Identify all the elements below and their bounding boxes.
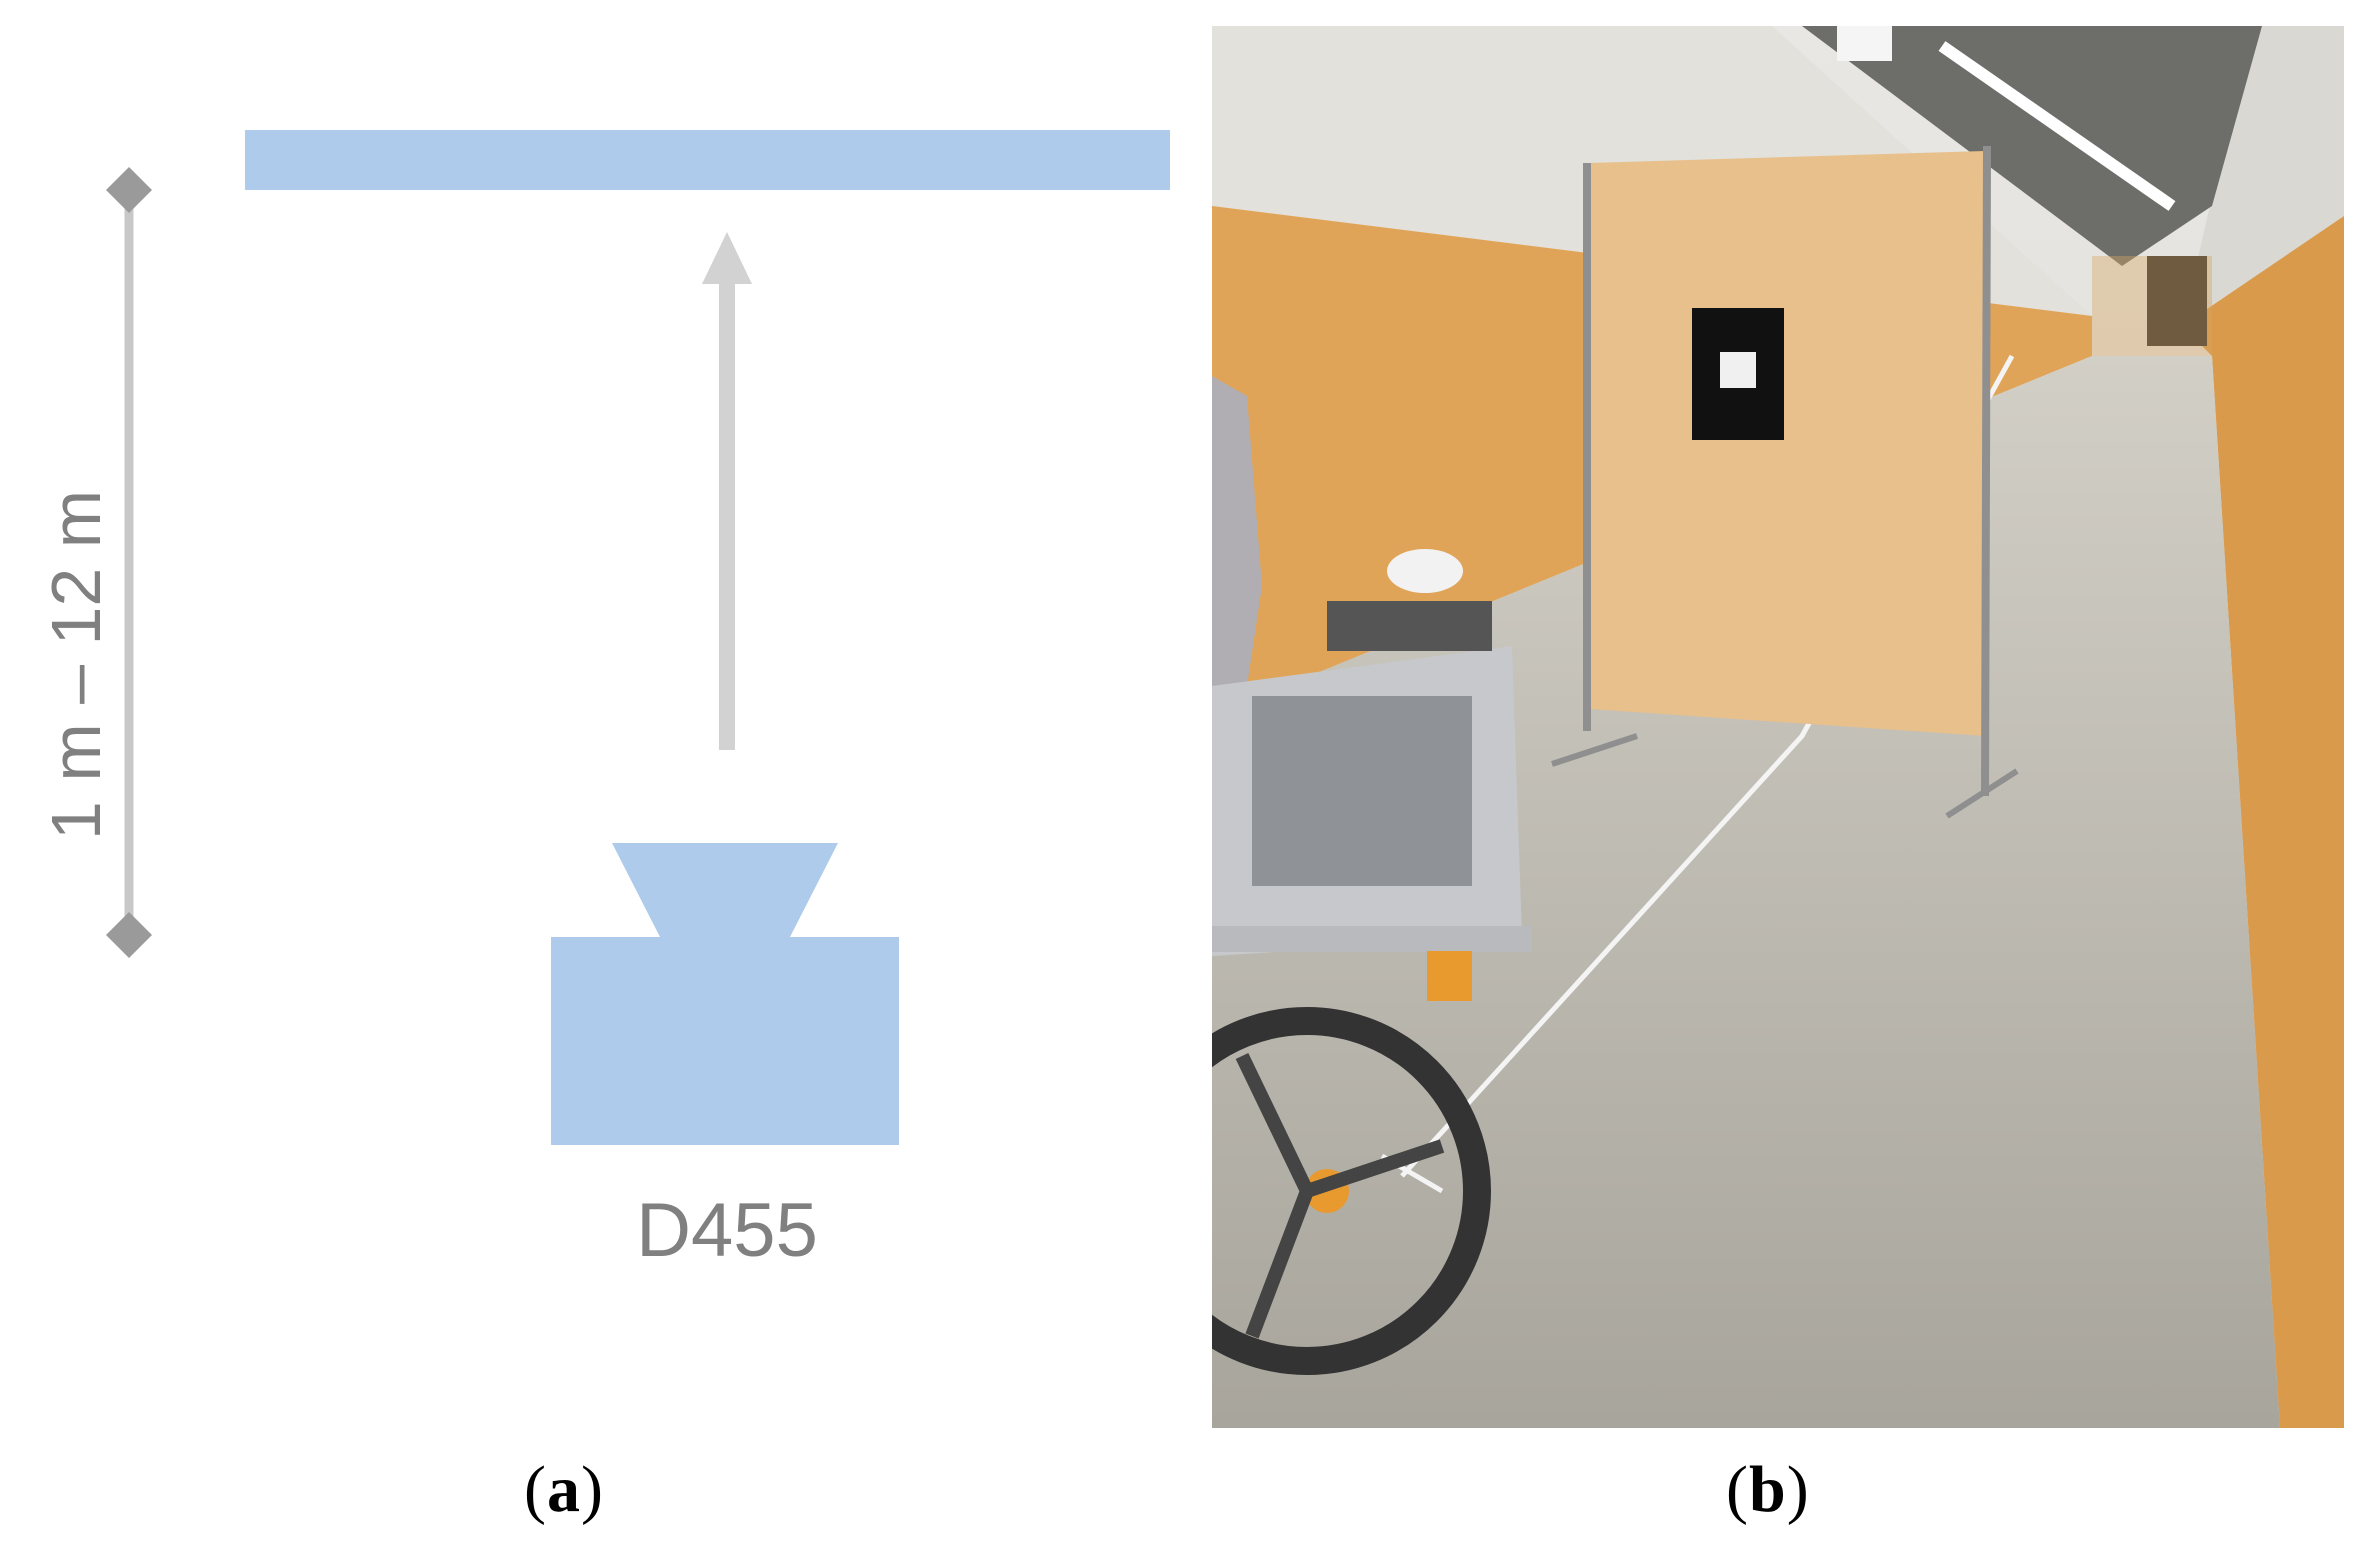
corridor-photo — [1212, 26, 2344, 1428]
ceiling-fixture — [1837, 26, 1892, 61]
target-plate — [245, 130, 1170, 190]
target-board — [1589, 151, 1985, 736]
board-frame-right — [1981, 145, 1991, 797]
vehicle-case — [1252, 696, 1472, 886]
range-label: 1 m – 12 m — [37, 490, 115, 840]
diagram-canvas: 1 m – 12 m D455 — [37, 130, 1170, 1273]
camera-body — [551, 937, 899, 1145]
ceiling-light — [1938, 41, 2176, 211]
vehicle-spoke-2 — [1304, 1139, 1445, 1198]
camera-lens — [612, 843, 838, 937]
caption-b-letter: b — [1748, 1453, 1787, 1526]
direction-arrow-head — [702, 232, 752, 284]
vehicle-spoke-1 — [1235, 1052, 1314, 1195]
board-foot-left — [1551, 733, 1638, 767]
far-wall — [2092, 256, 2212, 366]
ceiling-pipes — [1802, 26, 2262, 266]
range-diamond-bottom — [106, 912, 152, 958]
board-marker-center — [1720, 352, 1756, 388]
caption-a-letter: a — [546, 1453, 581, 1526]
panel-a-diagram: 1 m – 12 m D455 — [0, 0, 1200, 1430]
right-orange-wall — [2182, 216, 2344, 1428]
range-diamond-top — [106, 167, 152, 213]
board-foot-right — [1945, 768, 2019, 819]
far-door — [2147, 256, 2207, 346]
vehicle-light — [1427, 951, 1472, 1001]
right-upper-wall — [2182, 26, 2344, 326]
caption-b: (b) — [1726, 1453, 1810, 1526]
person — [1212, 376, 1262, 696]
caption-a: (a) — [524, 1453, 604, 1526]
vehicle-spoke-3 — [1245, 1188, 1314, 1339]
vehicle-electronics — [1327, 601, 1492, 651]
vehicle-antenna — [1387, 549, 1463, 593]
sensor-label: D455 — [636, 1188, 818, 1273]
vehicle-rail — [1212, 926, 1532, 952]
photo-canvas — [1212, 26, 2344, 1428]
vehicle-wheel — [1212, 1007, 1491, 1375]
